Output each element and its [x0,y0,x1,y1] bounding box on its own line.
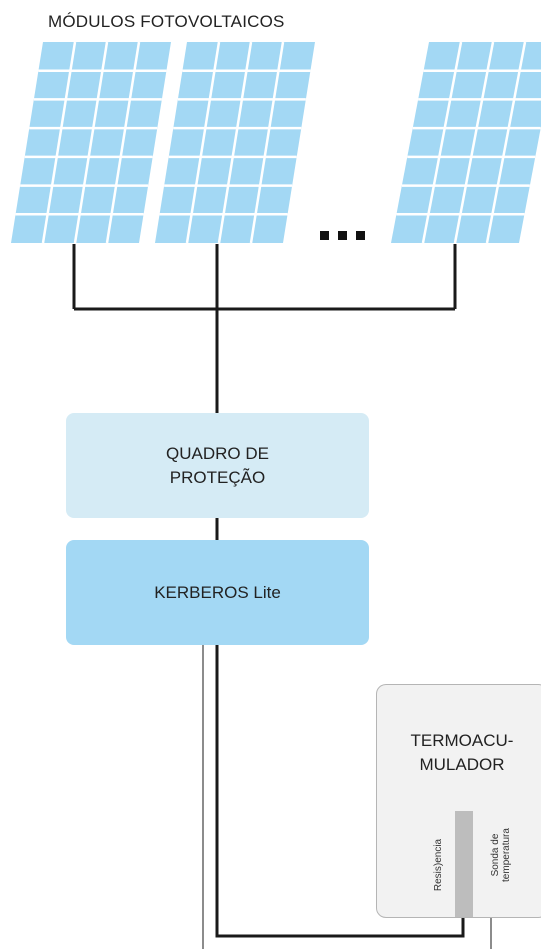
solar-panel-3-surface [391,42,541,243]
solar-panel-3-grid-col [453,41,495,244]
resistance-element [455,811,473,917]
solar-panel-3-grid-col [421,41,463,244]
solar-panel-2 [155,41,315,244]
solar-panel-1-grid-col [41,41,77,244]
wiring [72,244,465,938]
solar-panel-1-grid-col [105,41,141,244]
quadro-protecao-label: QUADRO DE PROTEÇÃO [166,443,269,487]
solar-panel-2-grid-col [185,41,221,244]
termoacumulador-label: TERMOACU- MULADOR [410,731,514,774]
quadro-protecao-box: QUADRO DE PROTEÇÃO [66,413,369,518]
kerberos-lite-label: KERBEROS Lite [154,582,281,602]
solar-panel-1-grid-col [73,41,109,244]
kerberos-lite-box: KERBEROS Lite [66,540,369,645]
solar-panel-3-grid-col [485,41,527,244]
solar-panel-1 [11,41,171,244]
ellipsis-dots [320,231,365,240]
solar-panel-2-grid-col [249,41,285,244]
solar-panels-group [11,41,541,244]
sonda-temperatura-label: Sonda de temperatura [490,828,512,882]
diagram-title: MÓDULOS FOTOVOLTAICOS [48,12,285,31]
termoacumulador-box: TERMOACU- MULADOR Resis)encia Sonda de t… [376,684,541,918]
solar-panel-2-grid-col [217,41,253,244]
resistencia-label: Resis)encia [433,838,444,892]
solar-panel-3 [391,41,541,244]
kerberos-resistance-wire [215,645,465,938]
